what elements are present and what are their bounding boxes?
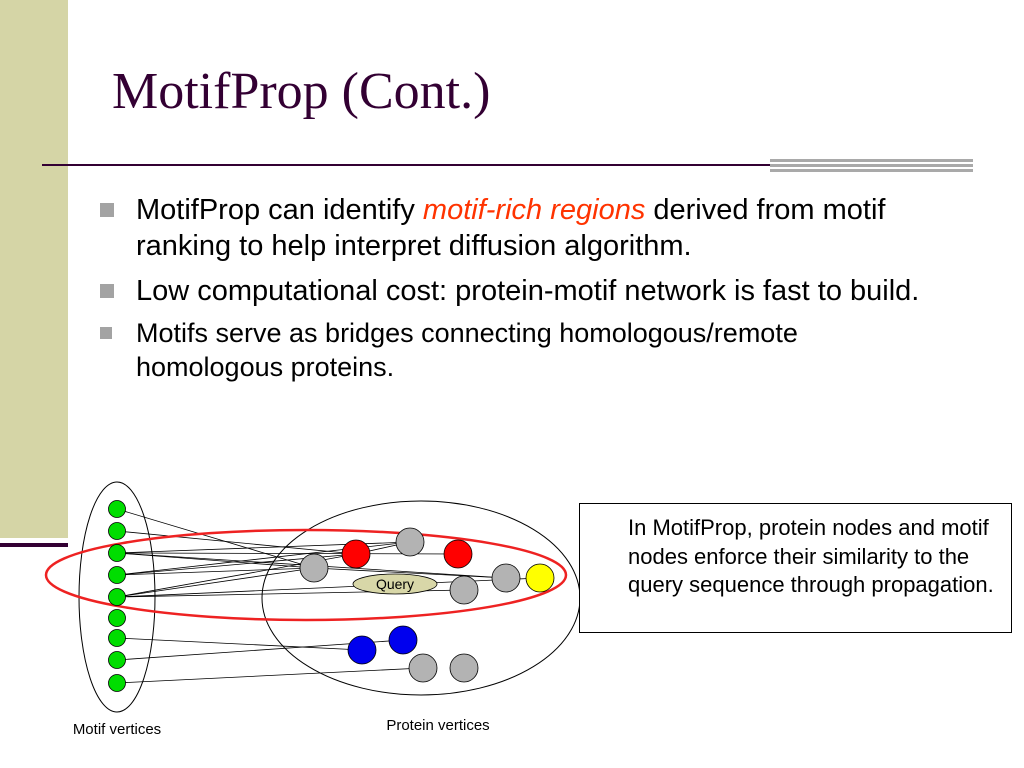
motif-node [108, 566, 126, 584]
bullet-square-icon [100, 326, 112, 339]
bullet-text: MotifProp can identify [136, 194, 423, 226]
edge [116, 552, 459, 555]
title-accent [770, 159, 973, 179]
left-decor-bar [0, 0, 68, 538]
left-decor-line [0, 543, 68, 547]
motif-node [108, 588, 126, 606]
protein-node-blue [388, 625, 418, 655]
motif-vertices-label: Motif vertices [73, 721, 161, 738]
protein-vertices-label: Protein vertices [386, 717, 489, 734]
bullet-item: Motifs serve as bridges connecting homol… [98, 317, 948, 385]
motif-node [108, 500, 126, 518]
protein-node-red [341, 539, 371, 569]
protein-node-grey [395, 527, 425, 557]
protein-node-grey [491, 563, 521, 593]
edge [313, 567, 507, 579]
motif-vertices [108, 500, 126, 692]
bullet-item: Low computational cost: protein-motif ne… [98, 273, 948, 309]
edge [116, 508, 315, 569]
motif-node [108, 522, 126, 540]
note-box: In MotifProp, protein nodes and motif no… [579, 503, 1012, 633]
edge [116, 530, 357, 555]
bullet-item: MotifProp can identify motif-rich region… [98, 192, 948, 265]
motif-node [108, 629, 126, 647]
protein-node-red [443, 539, 473, 569]
motif-node [108, 651, 126, 669]
slide-title: MotifProp (Cont.) [112, 63, 491, 120]
bullet-text-tail: derived from motif ranking to help inter… [136, 194, 886, 263]
edge [116, 637, 363, 651]
protein-node-grey [449, 653, 479, 683]
protein-node-grey [299, 553, 329, 583]
network-diagram: Query Motif vertices Protein vertices [44, 481, 581, 738]
motif-node [108, 609, 126, 627]
bullet-square-icon [100, 283, 114, 298]
protein-node-grey [408, 653, 438, 683]
motif-node [108, 544, 126, 562]
protein-node-yellow [525, 563, 555, 593]
bullet-square-icon [100, 203, 114, 217]
query-label: Query [376, 576, 414, 592]
protein-node-blue [347, 635, 377, 665]
protein-node-grey [449, 575, 479, 605]
edge [116, 567, 315, 576]
query-node [352, 573, 438, 595]
title-rule [42, 164, 770, 166]
bullet-list: MotifProp can identify motif-rich region… [98, 192, 948, 384]
protein-vertices [299, 527, 555, 683]
highlight-text: motif-rich regions [422, 194, 646, 226]
edge [116, 667, 424, 684]
bullet-text: Motifs serve as bridges connecting homol… [136, 317, 798, 382]
note-text: In MotifProp, protein nodes and motif no… [628, 515, 994, 598]
bullet-text: Low computational cost: protein-motif ne… [136, 274, 920, 307]
motif-node [108, 674, 126, 692]
query-highlight-ring [44, 528, 568, 622]
edge [116, 567, 315, 598]
